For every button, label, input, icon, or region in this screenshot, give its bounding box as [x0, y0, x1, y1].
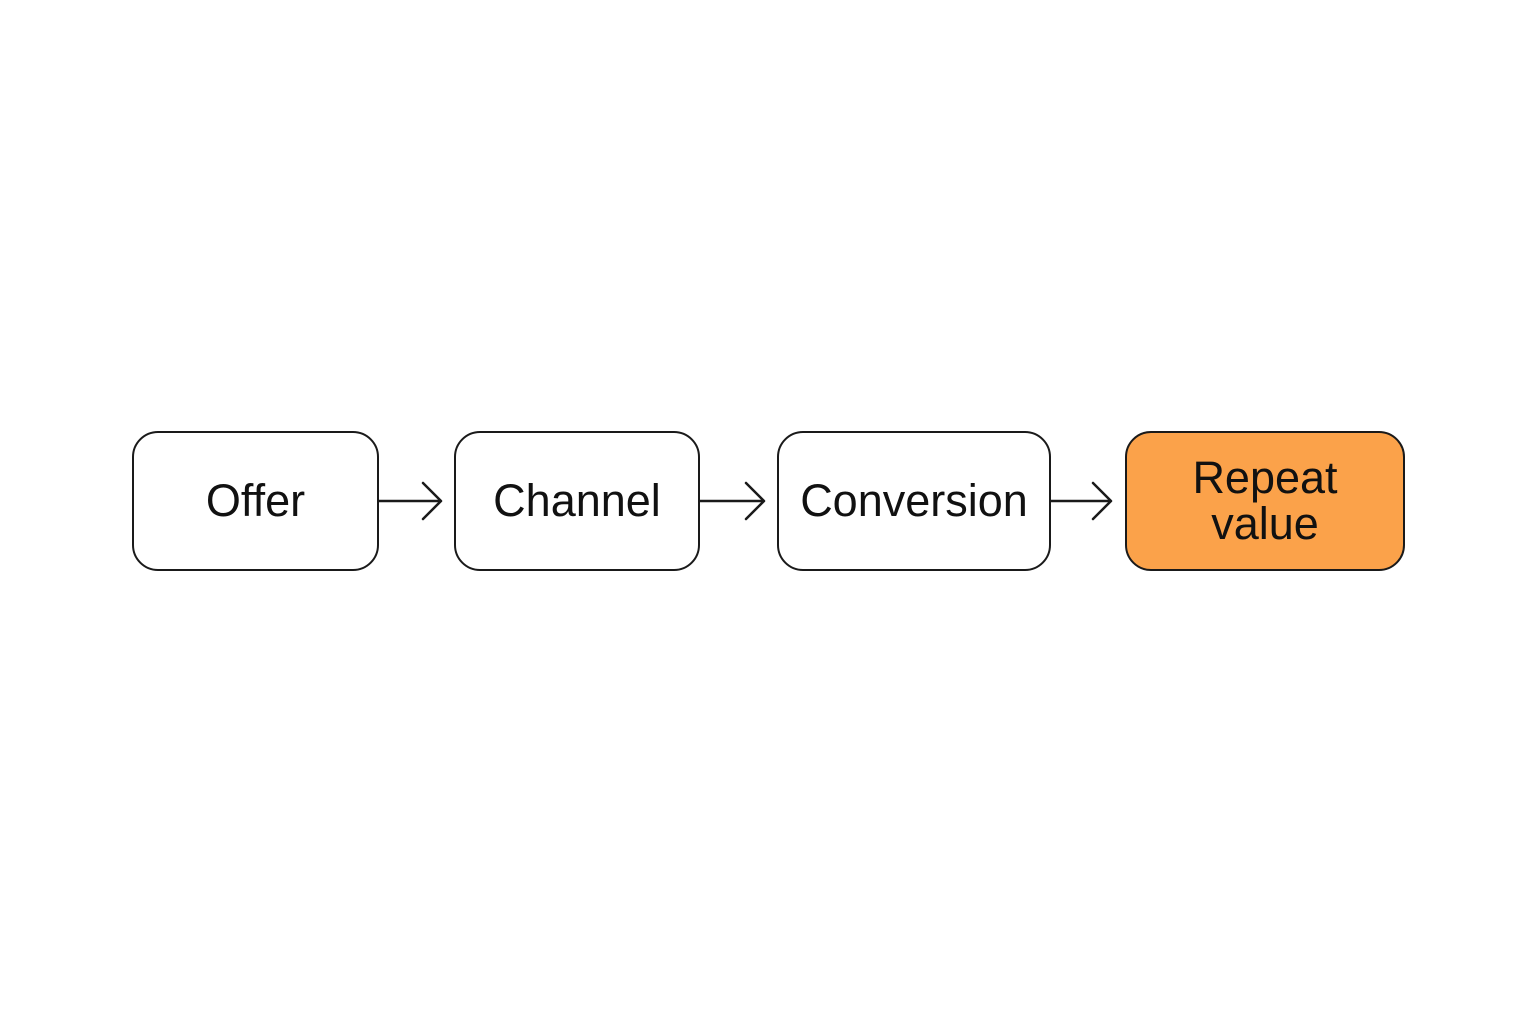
arrow-right-icon: [1049, 481, 1113, 521]
step-channel: Channel: [454, 431, 700, 571]
step-label-repeat-value: Repeat value: [1192, 452, 1338, 549]
step-label-conversion: Conversion: [800, 475, 1028, 526]
arrow-right-icon: [377, 481, 443, 521]
step-repeat-value: Repeat value: [1125, 431, 1405, 571]
step-label-channel: Channel: [493, 475, 661, 526]
step-offer: Offer: [132, 431, 379, 571]
step-label-offer: Offer: [205, 475, 306, 526]
arrow-right-icon: [698, 481, 766, 521]
step-conversion: Conversion: [777, 431, 1051, 571]
